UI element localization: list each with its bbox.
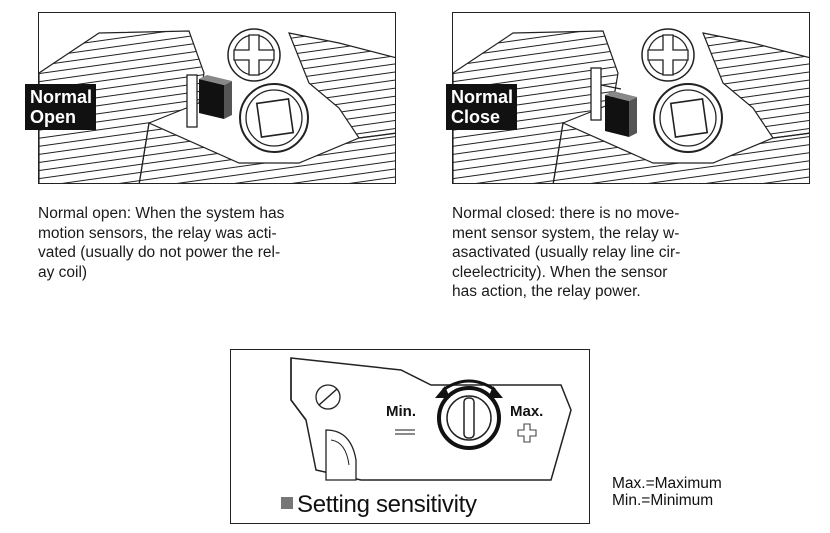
normal-close-diagram — [452, 12, 810, 184]
normal-close-description: Normal closed: there is no move- ment se… — [452, 205, 681, 300]
normal-close-label: Normal Close — [446, 84, 518, 130]
max-label: Max. — [510, 403, 544, 420]
legend-min: Min.=Minimum — [612, 492, 714, 509]
sensitivity-title: Setting sensitivity — [281, 491, 477, 519]
label-line: Open — [30, 107, 77, 127]
normal-close-illustration — [453, 28, 809, 183]
min-label: Min. — [386, 403, 416, 420]
legend-max: Max.=Maximum — [612, 475, 722, 492]
normal-open-description: Normal open: When the system has motion … — [38, 205, 285, 281]
label-line: Close — [451, 107, 501, 127]
sensitivity-illustration — [290, 357, 572, 481]
square-bullet-icon — [281, 497, 293, 509]
sensitivity-title-text: Setting sensitivity — [297, 491, 477, 518]
label-line: Normal — [451, 87, 514, 107]
normal-open-illustration — [39, 28, 395, 183]
label-line: Normal — [30, 87, 93, 107]
normal-open-label: Normal Open — [25, 84, 97, 130]
normal-open-diagram — [38, 12, 396, 184]
sensitivity-diagram: Min. Max. Setting sensitivity — [230, 349, 590, 524]
abbreviation-legend: Max.=Maximum Min.=Minimum — [612, 475, 722, 509]
